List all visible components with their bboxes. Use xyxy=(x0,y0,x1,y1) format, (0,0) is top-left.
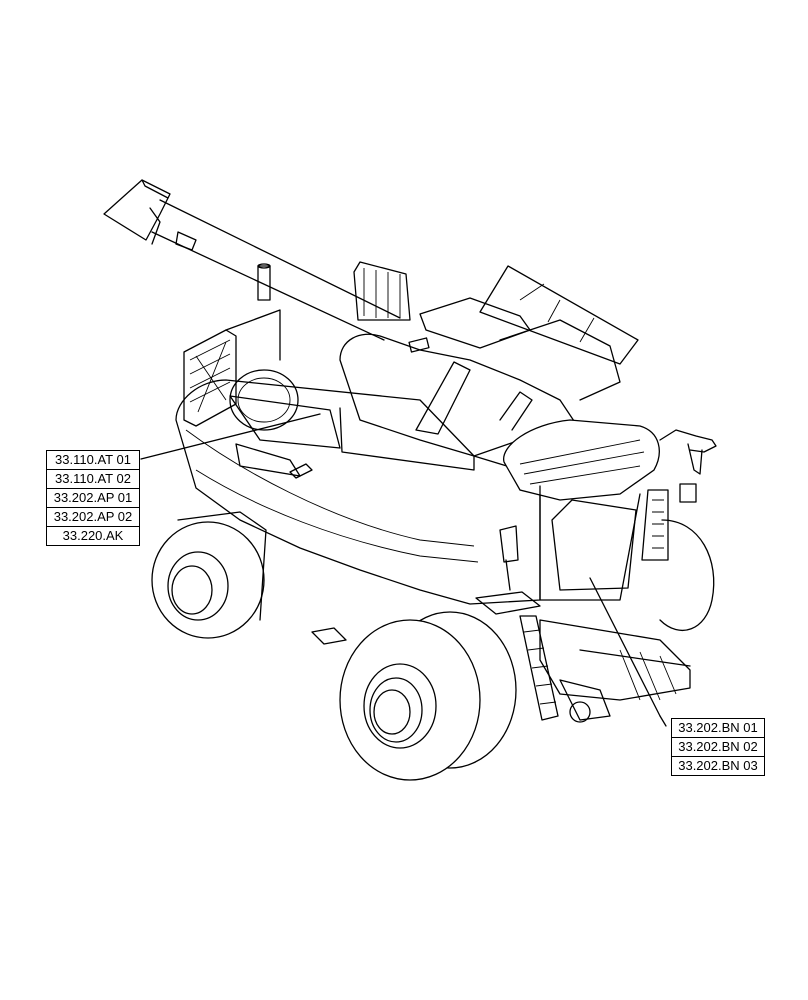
main-body xyxy=(175,369,541,605)
grain-tank-cover xyxy=(419,265,639,401)
rear-railing xyxy=(353,261,411,321)
access-ladder xyxy=(311,525,559,721)
grain-tank-interior xyxy=(339,333,581,457)
callout-label[interactable]: 33.110.AT 02 xyxy=(46,469,140,489)
callout-label[interactable]: 33.202.BN 01 xyxy=(671,718,765,738)
cab-roof xyxy=(503,419,660,601)
callout-box-right: 33.202.BN 01 33.202.BN 02 33.202.BN 03 xyxy=(671,718,765,776)
callout-label[interactable]: 33.202.BN 02 xyxy=(671,737,765,757)
front-axle xyxy=(539,619,691,723)
callout-label[interactable]: 33.202.AP 01 xyxy=(46,488,140,508)
leader-lines xyxy=(140,413,667,727)
callout-label[interactable]: 33.220.AK xyxy=(46,526,140,546)
callout-label[interactable]: 33.110.AT 01 xyxy=(46,450,140,470)
front-wheels xyxy=(339,611,517,781)
rear-wheel xyxy=(151,511,267,639)
right-side-hardware xyxy=(641,429,717,631)
callout-label[interactable]: 33.202.BN 03 xyxy=(671,756,765,776)
callout-label[interactable]: 33.202.AP 02 xyxy=(46,507,140,527)
callout-box-left: 33.110.AT 01 33.110.AT 02 33.202.AP 01 3… xyxy=(46,450,140,546)
unloading-auger xyxy=(103,179,401,341)
